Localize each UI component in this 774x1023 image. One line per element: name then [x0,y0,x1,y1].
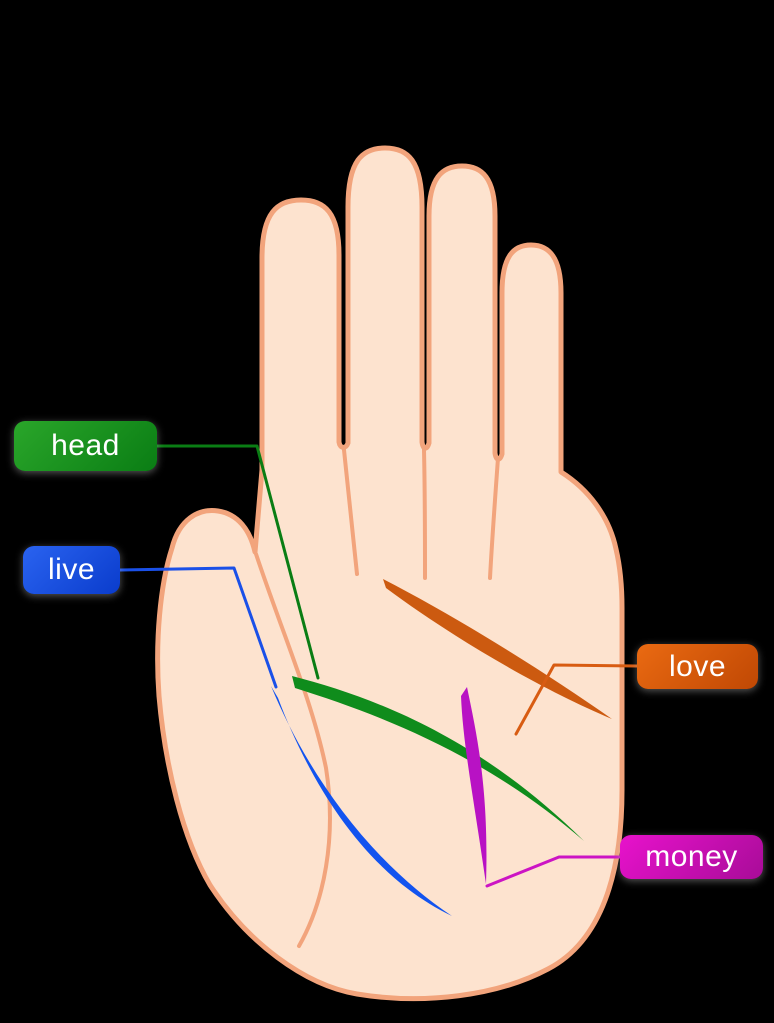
hand-illustration [155,145,625,1002]
label-head: head [14,421,157,471]
live-connector [118,566,278,689]
label-money-text: money [645,840,738,873]
love-line [383,579,612,719]
label-love-text: love [668,649,727,683]
label-love: love [637,644,758,689]
label-head-text: head [51,429,120,462]
money-line [461,687,487,884]
connectors [118,444,639,888]
palm-lines [271,579,612,916]
finger-crease-middle-ring [422,448,427,580]
finger-crease-ring-pinky [488,456,500,580]
money-connector [485,855,623,888]
love-connector [514,663,639,736]
label-money: money [620,835,763,879]
head-connector [155,444,320,680]
thumb-crease [254,552,332,948]
label-live: live [23,546,120,594]
finger-crease-index-middle [342,448,359,576]
label-live-text: live [47,553,95,586]
hand-outline [155,145,625,1002]
head-line [292,676,584,841]
